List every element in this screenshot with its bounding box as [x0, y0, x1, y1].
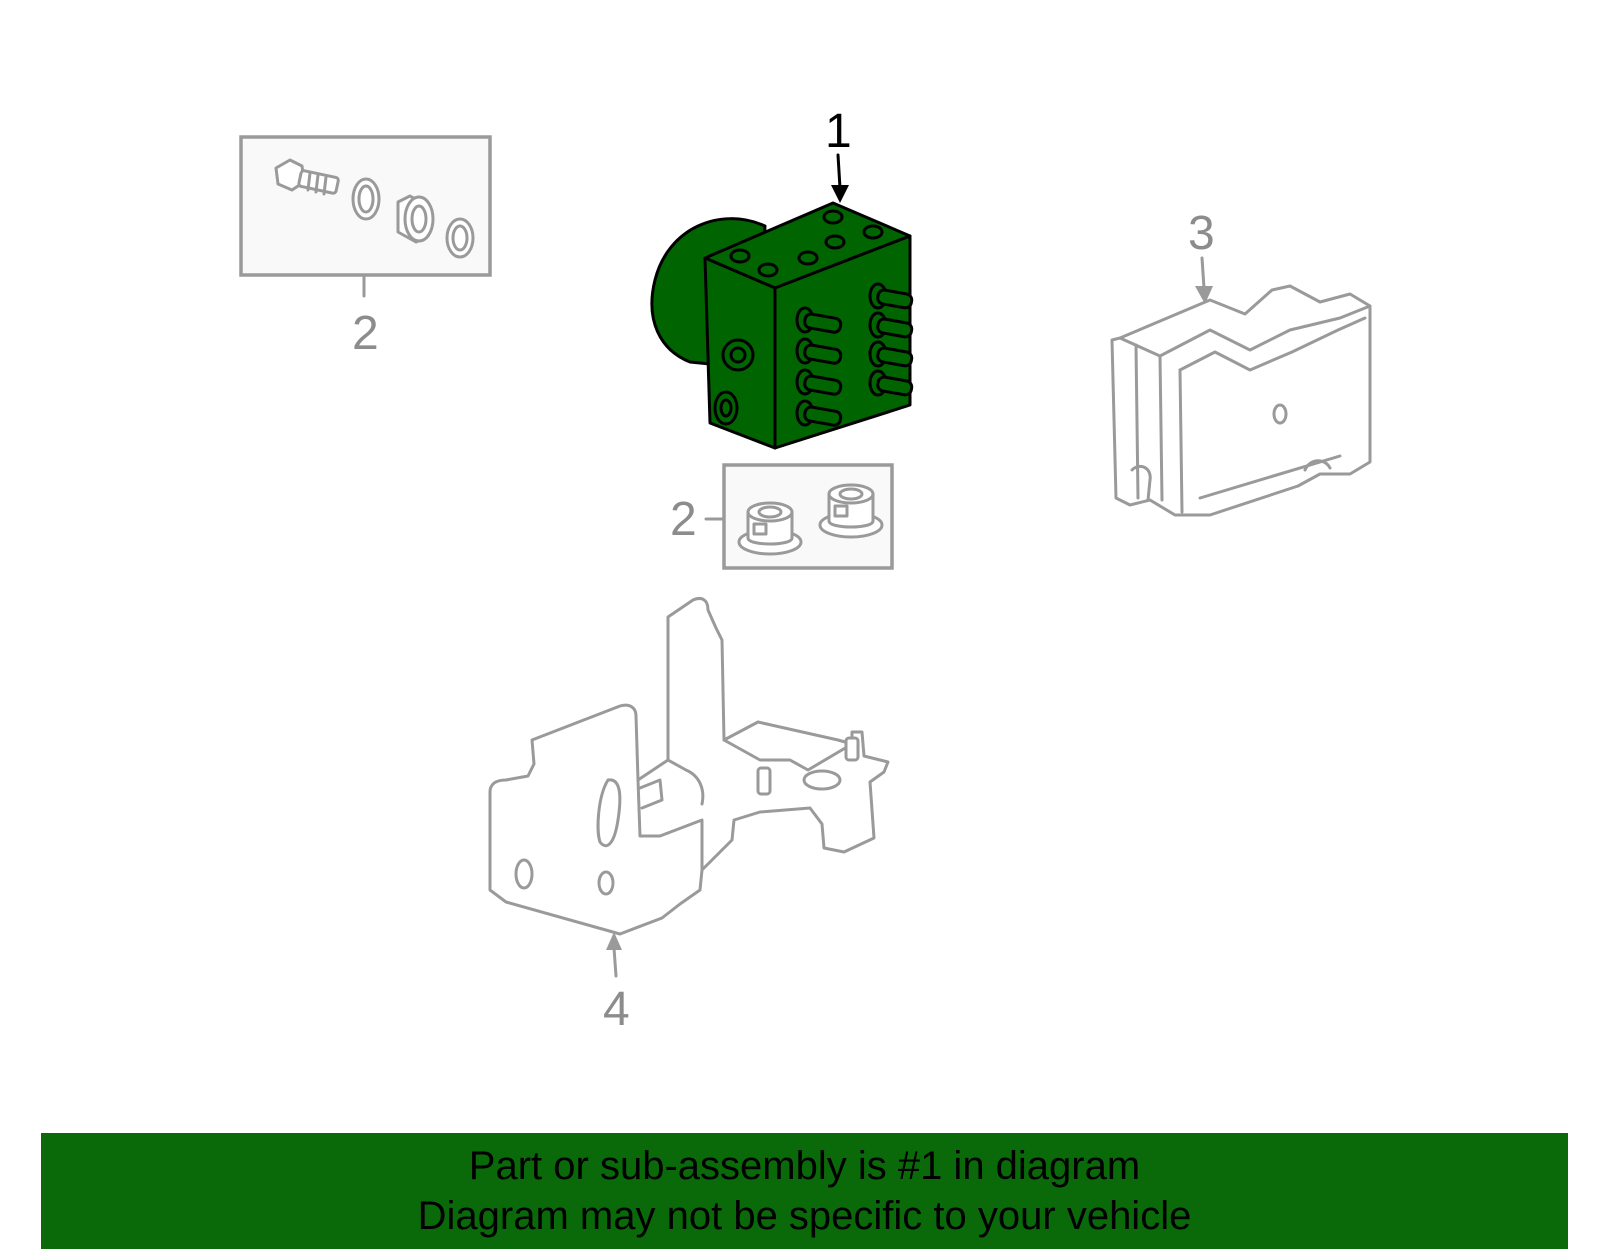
abs-module-icon[interactable]	[1110, 284, 1372, 517]
callout-2-top-left: 2	[352, 307, 379, 360]
mounting-bracket-icon[interactable]	[488, 596, 890, 936]
bolt-seal-kit-icon[interactable]	[239, 135, 492, 277]
banner-line-2: Diagram may not be specific to your vehi…	[417, 1194, 1192, 1238]
callout-3: 3	[1188, 207, 1215, 260]
callout-1: 1	[825, 105, 852, 158]
banner-line-1: Part or sub-assembly is #1 in diagram	[468, 1144, 1141, 1188]
bushing-kit-icon[interactable]	[722, 463, 894, 570]
abs-hydraulic-unit-icon[interactable]	[650, 201, 914, 450]
callout-4: 4	[603, 983, 630, 1036]
callout-2-center: 2	[670, 493, 697, 546]
info-banner: Part or sub-assembly is #1 in diagram Di…	[41, 1133, 1568, 1249]
